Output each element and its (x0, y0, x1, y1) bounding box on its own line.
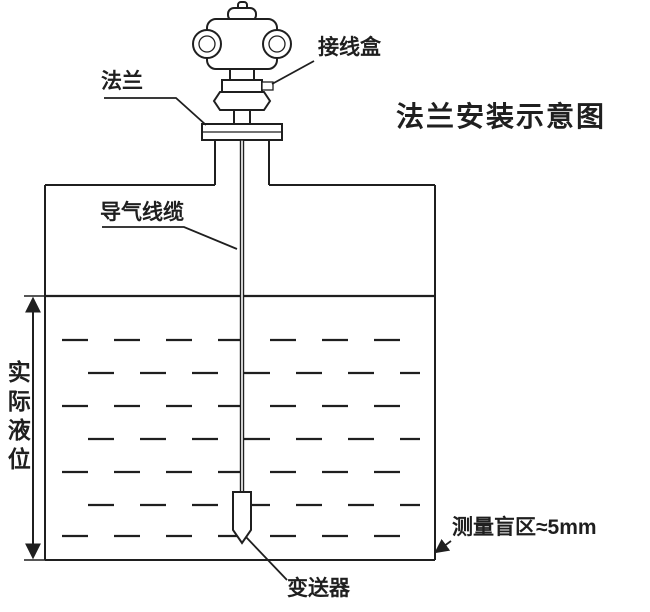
transmitter-head (192, 1, 292, 125)
leader-lines (102, 60, 452, 581)
head-right-cap-inner (268, 35, 286, 53)
junction-box-body (221, 79, 263, 93)
junction-box-leader-line (271, 60, 315, 85)
mounting-stem (233, 109, 251, 125)
label-blind-zone: 测量盲区≈5mm (452, 516, 597, 539)
tank-neck (214, 140, 270, 185)
level-dimension (24, 295, 45, 561)
transmitter-probe (232, 491, 252, 545)
head-left-cap-inner (198, 35, 216, 53)
air-cable-leader-line (102, 226, 238, 250)
label-transmitter: 变送器 (287, 577, 350, 600)
air-guide-cable (239, 139, 245, 493)
transmitter-leader-line (245, 536, 288, 581)
blind-zone-leader-line (434, 538, 452, 554)
flange-plate (201, 123, 283, 141)
mounting-hex-nut (212, 91, 272, 111)
label-flange: 法兰 (101, 70, 143, 93)
flange-leader-line (104, 97, 207, 126)
label-air-guide-cable: 导气线缆 (100, 201, 184, 224)
diagram-title: 法兰安装示意图 (396, 101, 607, 132)
junction-box-gland (261, 81, 274, 91)
tank-outline (44, 184, 436, 561)
label-junction-box: 接线盒 (318, 36, 381, 59)
head-neck (229, 68, 255, 81)
label-actual-level: 实际液位 (4, 360, 31, 476)
